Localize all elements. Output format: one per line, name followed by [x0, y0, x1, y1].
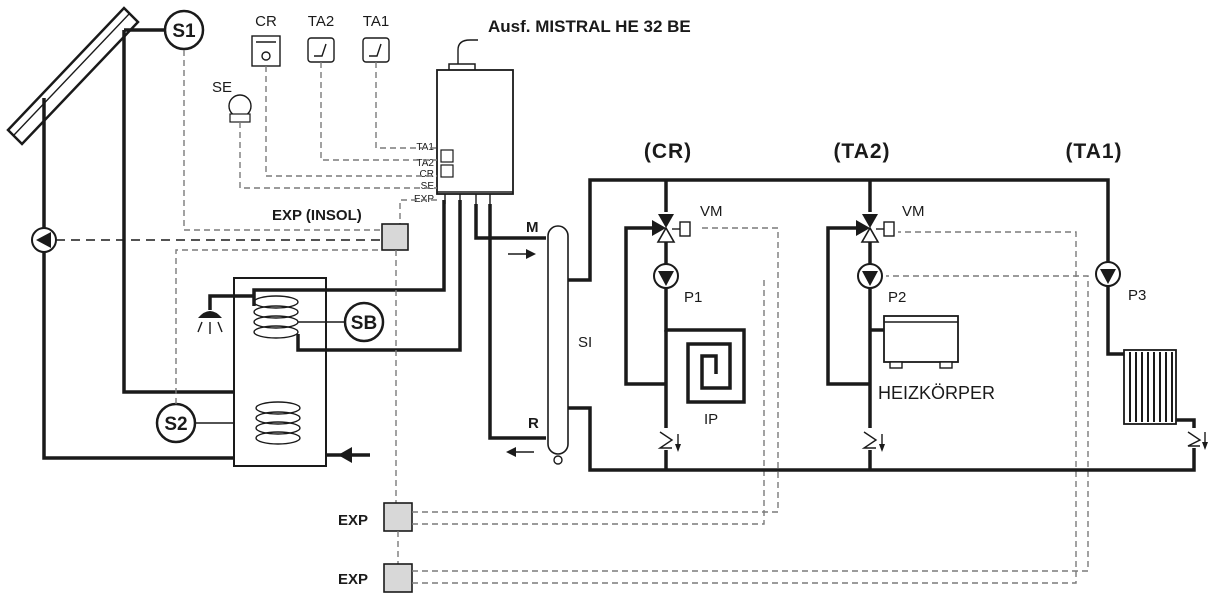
return-label: R [528, 415, 539, 432]
distribution-pipes [568, 178, 1196, 472]
exp-insol-module: EXP (INSOL) [272, 207, 409, 251]
boiler [436, 39, 514, 204]
sensor-s2: S2 [155, 402, 234, 444]
primary-circuit-pipes [474, 204, 546, 440]
zone-cr-label: (CR) [644, 140, 692, 163]
control-ta1: TA1 [362, 13, 390, 63]
exp-module-2: EXP [338, 563, 413, 593]
hydraulic-separator [547, 225, 569, 465]
return-arrow-icon [506, 447, 534, 457]
zone-cr-circuit [624, 180, 691, 386]
zone-ta2-label: (TA2) [833, 140, 890, 163]
control-ta2-label: TA2 [308, 13, 334, 30]
radiator-label: HEIZKÖRPER [878, 383, 995, 403]
pump-p1-label: P1 [684, 289, 702, 306]
check-valve-ta2-icon [861, 428, 885, 452]
shower-icon [197, 294, 254, 334]
sensor-se: SE [212, 79, 252, 123]
flow-label: M [526, 219, 539, 236]
control-wires-left [56, 50, 380, 404]
control-ta1-label: TA1 [363, 13, 389, 30]
control-wires-boiler [239, 62, 437, 230]
check-valve-cr-icon [657, 428, 681, 452]
pump-p3-label: P3 [1128, 287, 1146, 304]
pump-p2-label: P2 [888, 289, 906, 306]
exp-1-label: EXP [338, 512, 368, 529]
terminal-cr: CR [420, 169, 434, 180]
zone-ta1-label: (TA1) [1065, 140, 1122, 163]
terminal-ta2: TA2 [416, 158, 434, 169]
solar-collector [6, 6, 140, 146]
flow-arrow-icon [508, 249, 536, 259]
lower-coil [255, 401, 301, 445]
sensor-s1-label: S1 [172, 21, 196, 42]
pump-p3-icon [1095, 261, 1121, 287]
diagram-title: Ausf. MISTRAL HE 32 BE [488, 17, 691, 36]
sensor-sb-label: SB [351, 313, 377, 334]
control-cr: CR [251, 13, 281, 67]
cold-water-inlet-arrow [326, 447, 370, 463]
exp-module-1: EXP [338, 502, 413, 532]
sensor-s2-label: S2 [164, 414, 187, 435]
solar-pump-icon [31, 227, 57, 253]
boiler-terminals: TA1 TA2 CR SE EXP [414, 142, 434, 205]
control-cr-label: CR [255, 13, 277, 30]
sensor-s1: S1 [163, 9, 205, 51]
radiator-ta2-icon [883, 315, 959, 369]
valve-vm1-label: VM [700, 203, 723, 220]
control-ta2: TA2 [307, 13, 335, 63]
exp-valve-wires [412, 227, 1089, 584]
sensor-sb: SB [298, 301, 385, 343]
zone-ta1-circuit [1106, 286, 1196, 428]
floor-heating-label: IP [704, 411, 718, 428]
sensor-se-label: SE [212, 79, 232, 96]
exp-insol-label: EXP (INSOL) [272, 207, 362, 224]
radiator-ta1-icon [1123, 349, 1177, 425]
dhw-pipes [252, 200, 462, 352]
pump-p1-icon [653, 263, 679, 289]
pump-p2-icon [857, 263, 883, 289]
terminal-se: SE [421, 181, 435, 192]
exp-2-label: EXP [338, 571, 368, 588]
check-valve-ta1-icon [1187, 428, 1208, 450]
valve-vm2-label: VM [902, 203, 925, 220]
separator-label: SI [578, 334, 592, 351]
storage-tank [233, 277, 327, 467]
